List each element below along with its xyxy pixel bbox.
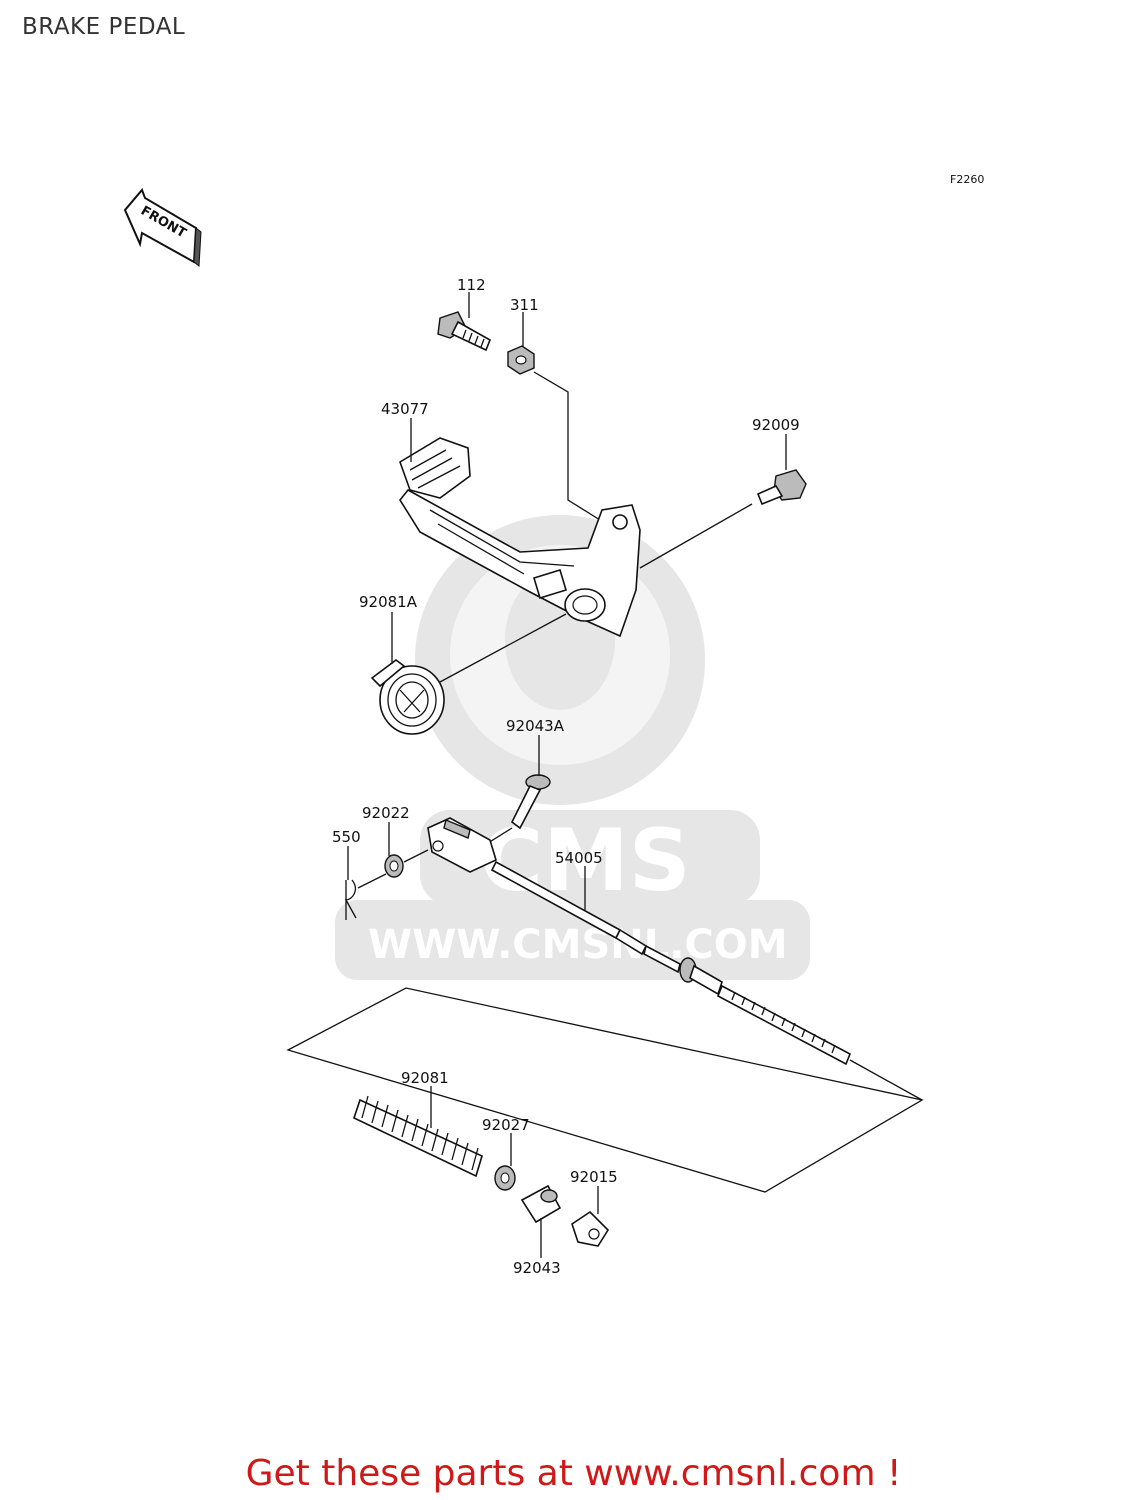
diagram-code: F2260 bbox=[950, 173, 984, 186]
clevis bbox=[427, 817, 497, 873]
bolt-112 bbox=[437, 311, 492, 352]
brake-rod-54005 bbox=[490, 860, 852, 1066]
part-label-92015: 92015 bbox=[570, 1168, 618, 1186]
part-label-43077: 43077 bbox=[381, 400, 429, 418]
part-label-112: 112 bbox=[457, 276, 486, 294]
watermark-site-text: WWW.CMSNL.COM bbox=[368, 922, 788, 968]
cta-link[interactable]: Get these parts at www.cmsnl.com ! bbox=[0, 1453, 1147, 1494]
nut-92015 bbox=[571, 1210, 610, 1247]
part-label-92022: 92022 bbox=[362, 804, 410, 822]
part-label-92027: 92027 bbox=[482, 1116, 530, 1134]
part-label-92081A: 92081A bbox=[359, 593, 418, 611]
cta-link-text[interactable]: Get these parts at www.cmsnl.com ! bbox=[245, 1453, 902, 1494]
cotter-pin-550 bbox=[344, 879, 357, 920]
coil-spring-92081 bbox=[353, 1095, 483, 1178]
joint-92043 bbox=[520, 1184, 562, 1224]
part-label-92009: 92009 bbox=[752, 416, 800, 434]
part-label-550: 550 bbox=[332, 828, 361, 846]
part-label-92081: 92081 bbox=[401, 1069, 449, 1087]
page-title: BRAKE PEDAL bbox=[22, 14, 186, 40]
pin-92043A bbox=[510, 774, 551, 830]
brake-pedal-43077 bbox=[399, 437, 641, 638]
washer-92022 bbox=[384, 854, 404, 878]
detail-frame bbox=[286, 987, 924, 1193]
part-label-311: 311 bbox=[510, 296, 539, 314]
bolt-92009 bbox=[756, 469, 807, 506]
part-label-92043: 92043 bbox=[513, 1259, 561, 1277]
part-label-54005: 54005 bbox=[555, 849, 603, 867]
nut-311 bbox=[507, 345, 535, 375]
part-label-92043A: 92043A bbox=[506, 717, 565, 735]
washer-92027 bbox=[494, 1165, 516, 1191]
spring-92081A bbox=[370, 659, 445, 735]
front-arrow-icon: FRONT bbox=[123, 188, 202, 267]
